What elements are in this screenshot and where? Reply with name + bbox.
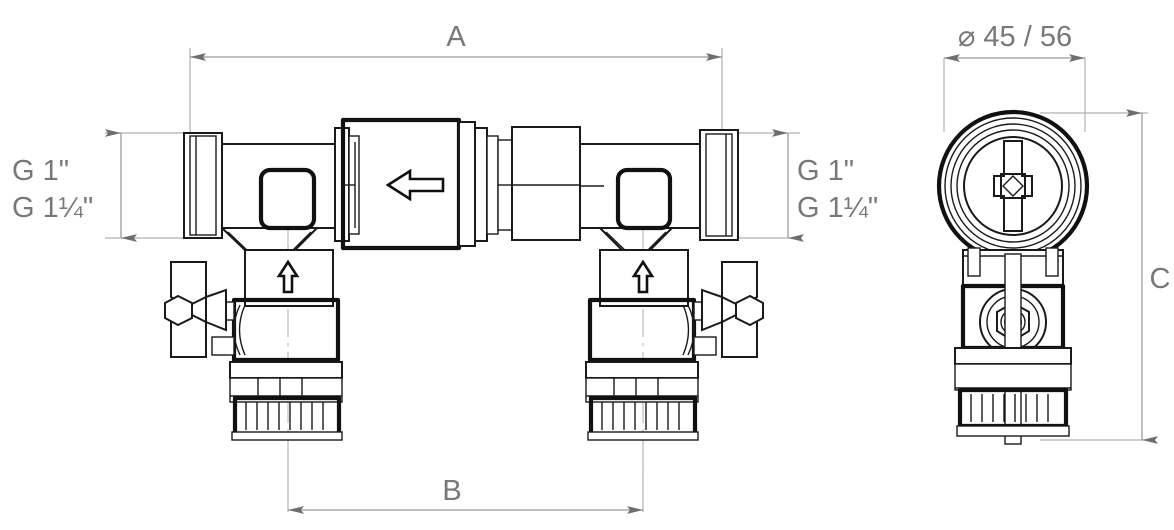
dimension-c-group: C	[1040, 109, 1171, 444]
dimension-a-group: A	[189, 21, 723, 135]
left-valve-stem-bot	[211, 336, 235, 356]
handwheel-outer-ring	[936, 109, 1090, 263]
left-valve-seat-arc2	[238, 304, 246, 356]
right-branch-pipe	[599, 249, 689, 307]
side-collar	[954, 347, 1072, 365]
thread-label-left-g1: G 1"	[12, 155, 69, 187]
right-handle-hub	[701, 288, 723, 332]
check-valve-body	[334, 117, 513, 251]
side-knurled-cap	[956, 387, 1070, 437]
dimension-a-label: A	[446, 21, 466, 53]
right-union-nut	[699, 129, 739, 241]
check-right-flange-a	[458, 121, 476, 247]
dimension-diameter-label: ⌀ 45 / 56	[958, 21, 1072, 53]
left-flow-up-arrow	[276, 259, 300, 294]
left-valve-body	[231, 297, 341, 363]
side-knurl-teeth	[970, 394, 1049, 422]
handwheel-ring-4	[956, 129, 1070, 243]
right-nut-inner	[705, 133, 733, 237]
dimension-diameter-group: ⌀ 45 / 56	[943, 21, 1086, 132]
right-body-chamfer-left	[599, 227, 623, 251]
right-handle-nut	[735, 294, 764, 327]
right-square-port	[615, 167, 673, 231]
flow-direction-arrow	[385, 168, 445, 202]
left-knurl-base	[231, 431, 343, 441]
thread-label-right-g1: G 1"	[797, 155, 854, 187]
side-view-body	[954, 247, 1072, 445]
check-right-flange-b	[474, 127, 488, 242]
dimension-c-label: C	[1150, 263, 1171, 295]
left-nut-inner	[189, 135, 217, 236]
right-handle-wing-top	[721, 261, 758, 309]
right-flow-up-arrow	[631, 259, 655, 294]
left-valve-seat-arc	[233, 304, 241, 356]
handwheel-square-boss	[1000, 173, 1026, 199]
left-handle-hub	[205, 288, 227, 332]
left-ball-valve	[211, 297, 343, 403]
side-view	[936, 109, 1090, 445]
left-body-chamfer-lower-right	[294, 227, 318, 251]
right-knurl-base	[587, 431, 699, 441]
dimension-b-label: B	[442, 475, 461, 507]
side-view-handwheel	[936, 109, 1090, 263]
thread-label-right-g125: G 1¼"	[797, 192, 878, 224]
left-knurled-cap	[231, 395, 343, 441]
right-valve-seat-arc2	[682, 304, 690, 356]
left-knurl-teeth	[245, 402, 324, 430]
right-valve-collar	[585, 361, 699, 379]
check-right-ring	[486, 135, 499, 235]
handwheel-stem-slot	[993, 140, 1033, 232]
handwheel-ring-3	[950, 123, 1076, 249]
left-union-nut	[183, 132, 223, 239]
left-body-chamfer-lower	[221, 227, 246, 251]
right-pipe-section	[511, 126, 581, 241]
right-valve-stem-bot	[693, 336, 717, 356]
right-butterfly-handle	[701, 261, 764, 358]
left-valve-collar	[229, 361, 343, 379]
right-valve-seat-arc	[687, 304, 695, 356]
side-skirt	[954, 363, 1072, 391]
left-butterfly-handle	[164, 261, 227, 358]
side-slot-left	[967, 247, 981, 277]
thread-labels-right: G 1" G 1¼"	[722, 129, 878, 242]
dimension-b-group: B	[287, 440, 644, 514]
front-view	[164, 117, 764, 441]
left-handle-wing-top	[170, 261, 207, 309]
left-tee-body	[221, 143, 341, 254]
right-tee-body	[579, 143, 701, 254]
left-handle-nut	[164, 294, 193, 327]
side-knurl-base	[956, 425, 1070, 437]
right-knurl-teeth	[601, 402, 680, 430]
side-slot-right	[1045, 247, 1059, 277]
left-square-port	[258, 167, 317, 231]
thread-label-left-g125: G 1¼"	[12, 192, 93, 224]
right-ball-valve	[585, 297, 717, 403]
left-body-barrel	[221, 143, 341, 229]
right-knurled-cap	[587, 395, 699, 441]
right-valve-body	[587, 297, 697, 363]
left-branch-pipe	[244, 249, 334, 307]
thread-labels-left: G 1" G 1¼"	[12, 129, 190, 242]
handwheel-hub-ring	[963, 136, 1063, 236]
handwheel-square-drive	[1002, 175, 1024, 197]
right-body-chamfer-right	[649, 227, 673, 251]
handwheel-ring-2	[944, 117, 1082, 255]
right-pipe-barrel	[511, 126, 581, 241]
